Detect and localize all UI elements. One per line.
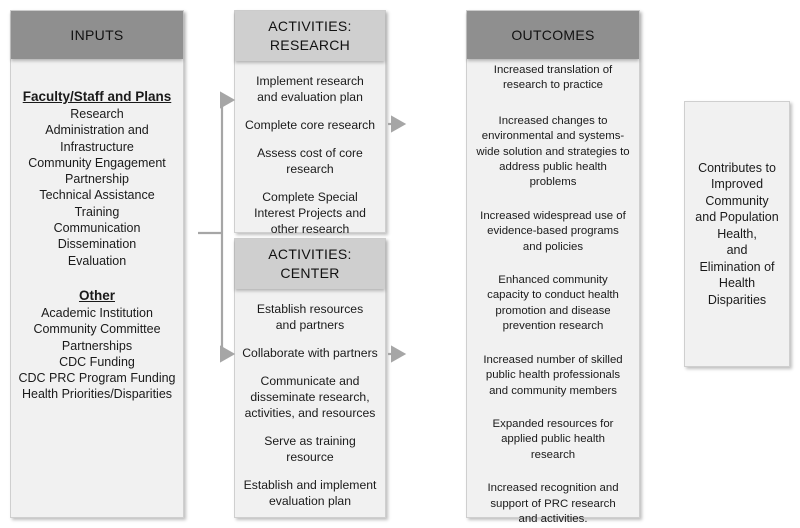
center-header-line2: CENTER <box>280 265 340 281</box>
faculty-item: Community Engagement <box>28 155 166 170</box>
inputs-content: Faculty/Staff and Plans Research Adminis… <box>11 88 183 403</box>
outcomes-list: Increased translation of research to pra… <box>467 63 639 527</box>
outcome-item: Increased recognition and support of PRC… <box>487 482 619 525</box>
activities-research-box: ACTIVITIES: RESEARCH Implement research … <box>234 10 386 236</box>
contributes-line: Elimination of <box>699 259 775 274</box>
contributes-line: Contributes to <box>698 160 776 175</box>
outcome-item: Increased translation of research to pra… <box>493 64 613 92</box>
faculty-item: Technical Assistance <box>39 188 155 203</box>
other-item: Community Committee <box>33 322 161 337</box>
center-header-line1: ACTIVITIES: <box>268 246 352 262</box>
other-item: Health Priorities/Disparities <box>21 387 173 402</box>
outcome-item: Enhanced community capacity to conduct h… <box>487 274 619 333</box>
research-header-line1: ACTIVITIES: <box>268 18 352 34</box>
other-item: CDC PRC Program Funding <box>18 371 176 386</box>
contributes-text: Contributes to Improved Community and Po… <box>685 102 789 366</box>
research-activity: Implement research and evaluation plan <box>256 74 364 104</box>
center-activity: Establish resources and partners <box>256 302 364 332</box>
other-item: Academic Institution <box>41 305 153 320</box>
outcomes-header: OUTCOMES <box>467 11 639 59</box>
research-activity: Complete Special Interest Projects and o… <box>254 190 366 236</box>
other-item: Partnerships <box>61 338 133 353</box>
research-header: ACTIVITIES: RESEARCH <box>235 11 385 61</box>
center-header: ACTIVITIES: CENTER <box>235 239 385 289</box>
contributes-box: Contributes to Improved Community and Po… <box>684 101 790 367</box>
research-activity: Complete core research <box>244 118 376 132</box>
contributes-line: Disparities <box>707 292 767 307</box>
inputs-box: INPUTS Faculty/Staff and Plans Research … <box>10 10 184 518</box>
research-activity-list: Implement research and evaluation plan C… <box>235 73 385 237</box>
faculty-item: Communication <box>53 221 141 236</box>
outcome-item: Expanded resources for applied public he… <box>492 417 614 461</box>
contributes-line: Improved <box>710 177 764 192</box>
faculty-item: Partnership <box>65 172 129 187</box>
outcome-item: Increased widespread use of evidence-bas… <box>480 209 626 253</box>
research-header-line2: RESEARCH <box>269 37 351 53</box>
research-activity: Assess cost of core research <box>257 146 363 176</box>
faculty-staff-title: Faculty/Staff and Plans <box>22 89 172 104</box>
faculty-item: Training <box>74 204 120 219</box>
other-title: Other <box>78 287 115 303</box>
outcome-item: Increased number of skilled public healt… <box>483 353 623 397</box>
outcomes-box: OUTCOMES Increased translation of resear… <box>466 10 640 525</box>
other-item: CDC Funding <box>59 354 135 369</box>
inputs-to-activities-bracket <box>198 98 232 356</box>
inputs-header-label: INPUTS <box>70 27 124 43</box>
inputs-header: INPUTS <box>11 11 183 59</box>
activities-center-box: ACTIVITIES: CENTER Establish resources a… <box>234 238 386 518</box>
faculty-item: Evaluation <box>67 253 127 268</box>
faculty-item: Administration and <box>45 123 149 138</box>
outcomes-header-label: OUTCOMES <box>511 27 595 43</box>
contributes-line: Health, <box>717 226 757 241</box>
contributes-line: and Population <box>695 210 779 225</box>
center-activity-list: Establish resources and partners Collabo… <box>235 301 385 509</box>
contributes-line: and <box>726 243 748 258</box>
center-activity: Establish and implement evaluation plan <box>243 478 377 508</box>
center-activity: Collaborate with partners <box>242 346 378 360</box>
faculty-item: Dissemination <box>57 237 137 252</box>
center-activity: Serve as training resource <box>264 434 356 464</box>
outcome-item: Increased changes to environmental and s… <box>476 114 630 189</box>
contributes-line: Community <box>705 193 769 208</box>
faculty-item: Research <box>70 107 124 121</box>
faculty-item: Infrastructure <box>60 139 134 154</box>
contributes-line: Health <box>718 276 756 291</box>
center-activity: Communicate and disseminate research, ac… <box>244 374 376 420</box>
